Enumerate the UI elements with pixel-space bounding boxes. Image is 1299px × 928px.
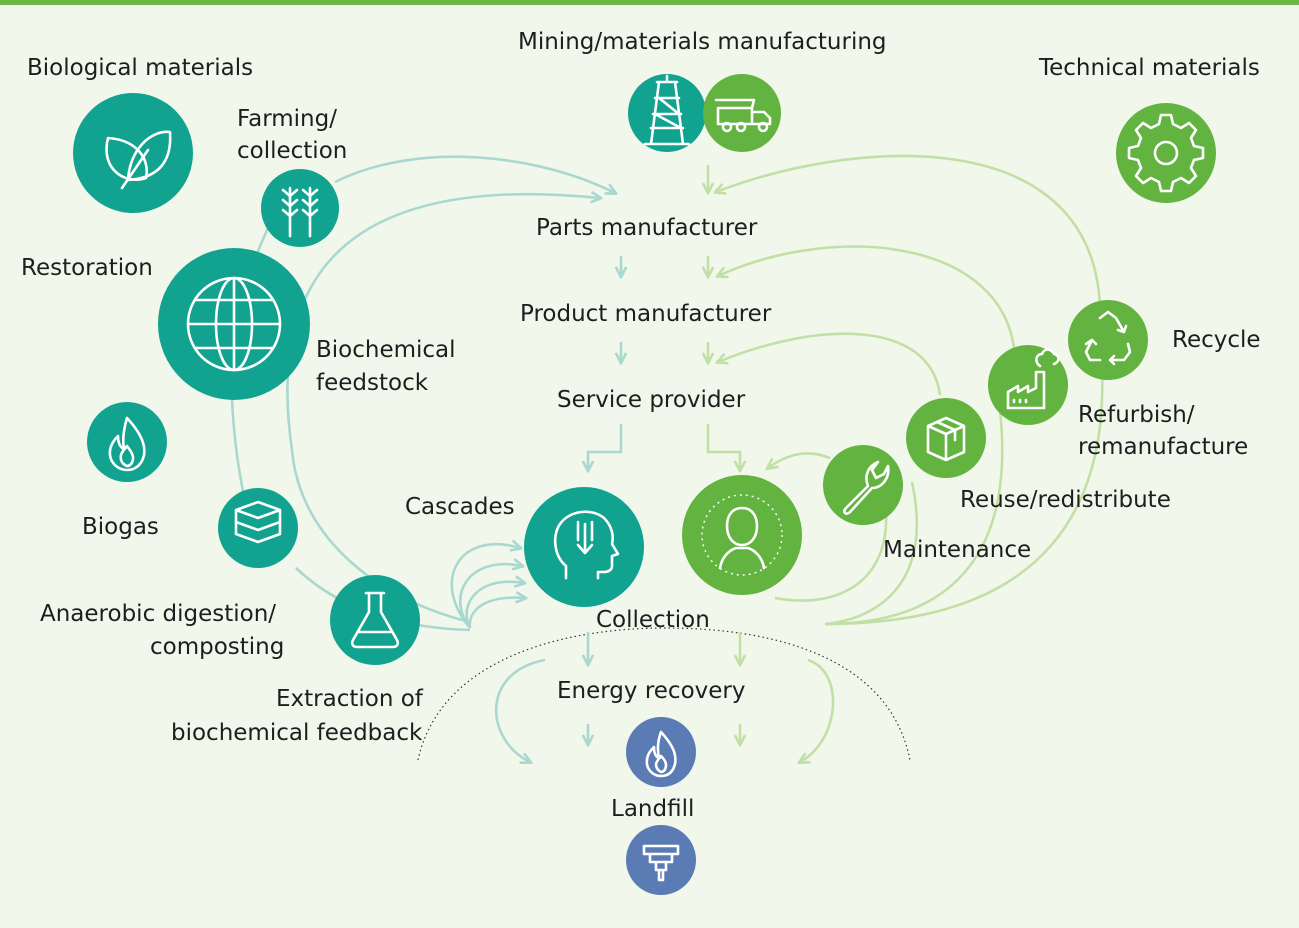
label-biogas: Biogas	[82, 514, 159, 540]
label-maintenance: Maintenance	[883, 537, 1031, 563]
landfill-icon	[626, 825, 696, 895]
label-parts-manufacturer: Parts manufacturer	[536, 215, 758, 241]
arrow-maintenance-to-user	[768, 452, 831, 468]
label-energy-recovery: Energy recovery	[557, 678, 745, 704]
arrow-service-to-cascades	[588, 424, 623, 470]
label-anaerobic-line1: Anaerobic digestion/	[40, 601, 276, 627]
wrench-icon	[823, 445, 903, 525]
oil-rig-icon	[628, 74, 706, 152]
label-reuse: Reuse/redistribute	[960, 487, 1171, 513]
head-icon	[524, 487, 644, 607]
loop-recycle	[824, 369, 1104, 626]
arrow-collection-to-landfill-left	[494, 658, 546, 762]
label-landfill: Landfill	[611, 796, 694, 822]
label-extraction-line1: Extraction of	[276, 686, 424, 712]
arrow-collection-to-landfill-right	[800, 658, 835, 762]
label-technical-materials: Technical materials	[1038, 55, 1260, 81]
label-product-manufacturer: Product manufacturer	[520, 301, 772, 327]
loop-maintenance	[774, 499, 888, 602]
leaf-icon	[73, 93, 193, 213]
loop-biochem-collection	[290, 449, 471, 624]
flame-icon	[87, 402, 167, 482]
layers-icon	[218, 488, 298, 568]
energy-flame-icon	[626, 717, 696, 787]
loop-reuse	[824, 481, 919, 626]
label-restoration: Restoration	[21, 255, 153, 281]
labels: Biological materials Mining/materials ma…	[21, 29, 1261, 822]
label-mining: Mining/materials manufacturing	[518, 29, 887, 55]
label-recycle: Recycle	[1172, 327, 1261, 353]
box-icon	[906, 398, 986, 478]
label-biochemical-line2: feedstock	[316, 370, 429, 396]
factory-icon	[988, 345, 1068, 425]
label-refurbish-line1: Refurbish/	[1078, 402, 1195, 428]
cascade-arc-3	[465, 582, 524, 629]
flow-arrows	[230, 154, 1104, 762]
label-extraction-line2: biochemical feedback	[171, 720, 423, 746]
arrow-service-to-user	[706, 424, 740, 470]
label-collection: Collection	[596, 607, 710, 633]
user-icon	[682, 475, 802, 595]
label-farming-line2: collection	[237, 138, 347, 164]
dump-truck-icon	[703, 74, 781, 152]
recycle-icon	[1068, 300, 1148, 380]
globe-icon	[158, 248, 310, 400]
arrow-reuse-to-service	[718, 332, 942, 396]
label-cascades: Cascades	[405, 494, 515, 520]
label-anaerobic-line2: composting	[150, 634, 284, 660]
label-farming-line1: Farming/	[237, 106, 337, 132]
flask-icon	[330, 575, 420, 665]
label-refurbish-line2: remanufacture	[1078, 434, 1248, 460]
top-accent-bar	[0, 0, 1299, 5]
arrow-biochem-to-parts	[286, 194, 600, 451]
cascade-arc-1	[450, 544, 520, 629]
cascade-arc-4	[468, 598, 525, 629]
wheat-icon	[261, 169, 339, 247]
label-biological-materials: Biological materials	[27, 55, 253, 81]
dotted-boundary-arc	[417, 627, 911, 761]
arrow-recycle-to-parts	[716, 154, 1102, 306]
arrow-refurbish-to-product	[718, 245, 1017, 371]
label-service-provider: Service provider	[557, 387, 746, 413]
cascade-arc-2	[458, 564, 522, 629]
label-biochemical-line1: Biochemical	[316, 337, 456, 363]
arrow-farming-to-parts	[334, 155, 615, 193]
gear-icon	[1116, 103, 1216, 203]
